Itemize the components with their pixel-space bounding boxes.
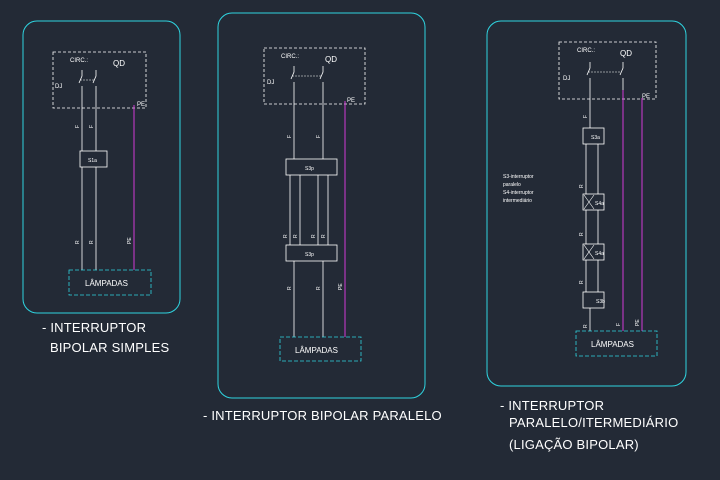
diagram1-pe-label: PE xyxy=(137,102,145,108)
diagram3-note-line-3: S4-interruptor xyxy=(503,190,534,196)
diagram1-lamp-box xyxy=(68,269,152,296)
diagram3-circ-label: CIRC.: xyxy=(577,48,595,54)
diagram1-lamp-label: LÂMPADAS xyxy=(85,279,128,288)
diagram3-note-line-4: intermediário xyxy=(503,198,532,204)
diagram2-traveller-label-1: R xyxy=(283,234,289,238)
diagram2-breaker-contact-left xyxy=(290,66,295,94)
diagram2-lamp-label: LÂMPADAS xyxy=(295,346,338,355)
diagram3-switch-s4a-1-cross xyxy=(583,194,595,210)
diagram2-lamp-box xyxy=(279,336,362,362)
diagram3-breaker-contact-left xyxy=(586,62,591,90)
diagram2-switch-bottom-label: S3p xyxy=(305,252,314,258)
diagram2-caption: - INTERRUPTOR BIPOLAR PARALELO xyxy=(203,408,442,423)
diagram-bipolar-simples: CIRC.: QD DJ PE F F R R PE S1a LÂMPADAS xyxy=(22,20,181,314)
diagram2-wire-label-f-right: F xyxy=(316,135,322,138)
diagram3-qd-label: QD xyxy=(620,49,632,58)
diagram1-distribution-board xyxy=(52,51,147,109)
diagram3-traveller-label-c: R xyxy=(579,280,585,284)
diagram1-frame xyxy=(22,20,181,314)
diagram1-breaker-contact-left xyxy=(78,70,83,98)
diagram2-distribution-board xyxy=(263,47,366,105)
diagram3-switch-s4a-2-cross xyxy=(583,244,595,260)
diagram3-caption-line-1: - INTERRUPTOR xyxy=(500,398,605,413)
diagram3-caption-line-2: PARALELO/ITERMEDIÁRIO xyxy=(509,415,679,430)
diagram1-switch-box xyxy=(79,150,108,168)
diagram1-wire-label-pe: PE xyxy=(127,237,133,244)
diagram3-switch-s4a-2-label: S4a xyxy=(595,251,604,257)
diagram3-traveller-label-a: R xyxy=(579,184,585,188)
diagram-paralelo-intermediario: CIRC.: QD DJ PE F S3a R S4a R S4a R xyxy=(486,20,687,387)
diagram1-wire-label-f-right: F xyxy=(89,125,95,128)
diagram3-distribution-board xyxy=(558,41,657,100)
diagram2-switch-top-label: S3p xyxy=(305,166,314,172)
diagram2-traveller-label-2: R xyxy=(293,234,299,238)
diagram2-switch-bottom-box xyxy=(285,244,338,262)
diagram3-lamp-label: LÂMPADAS xyxy=(591,340,634,349)
diagram3-switch-s3a-box xyxy=(582,127,605,145)
diagram2-wire-label-f-left: F xyxy=(287,135,293,138)
diagram-bipolar-paralelo: CIRC.: QD DJ PE F F S3p R R R R S3p R R … xyxy=(217,12,426,399)
diagram3-dj-label: DJ xyxy=(563,76,570,82)
diagram3-caption-line-3: (LIGAÇÃO BIPOLAR) xyxy=(509,437,639,452)
diagram2-breaker-contact-right xyxy=(319,66,324,94)
diagram1-wire-label-r-left: R xyxy=(75,240,81,244)
diagram2-frame xyxy=(217,12,426,399)
diagram2-pe-label: PE xyxy=(347,98,355,104)
diagram3-note-line-1: S3-interruptor xyxy=(503,174,534,180)
diagram2-wire-label-r-left: R xyxy=(287,286,293,290)
diagram3-switch-s4a-1-box xyxy=(582,193,605,211)
diagram3-pe-label: PE xyxy=(642,94,650,100)
diagram2-traveller-label-4: R xyxy=(321,234,327,238)
diagram3-wire-label-r-return: R xyxy=(583,324,589,328)
diagram1-breaker-contact-right xyxy=(92,70,97,98)
diagram1-switch-label: S1a xyxy=(88,158,97,164)
diagram2-wire-label-r-right: R xyxy=(316,286,322,290)
diagram3-frame xyxy=(486,20,687,387)
diagram3-wire-label-pe: PE xyxy=(635,319,641,326)
diagram2-wire-label-pe: PE xyxy=(338,283,344,290)
diagram1-caption-line-1: - INTERRUPTOR xyxy=(42,320,147,335)
diagram3-breaker-contact-right xyxy=(619,62,624,90)
diagram1-dj-label: DJ xyxy=(55,84,62,90)
diagram3-lamp-box xyxy=(575,330,658,357)
diagram3-switch-s3b-label: S3b xyxy=(596,299,605,305)
diagram3-note-line-2: paralelo xyxy=(503,182,521,188)
diagram3-wire-label-f-feed: F xyxy=(583,115,589,118)
diagram3-traveller-label-b: R xyxy=(579,232,585,236)
diagram2-circ-label: CIRC.: xyxy=(281,54,299,60)
diagram1-circ-label: CIRC.: xyxy=(70,58,88,64)
diagram3-wire-label-f-phase2: F xyxy=(616,323,622,326)
diagram2-switch-top-box xyxy=(285,158,338,176)
diagram2-qd-label: QD xyxy=(325,55,337,64)
diagram3-switch-s3b-box xyxy=(582,291,605,309)
diagram3-switch-s4a-1-label: S4a xyxy=(595,201,604,207)
diagram2-dj-label: DJ xyxy=(267,80,274,86)
diagram3-switch-s3a-label: S3a xyxy=(591,135,600,141)
diagram1-wire-label-r-right: R xyxy=(89,240,95,244)
diagram1-wire-label-f-left: F xyxy=(75,125,81,128)
diagram1-qd-label: QD xyxy=(113,59,125,68)
diagram3-switch-s4a-2-box xyxy=(582,243,605,261)
diagram1-caption-line-2: BIPOLAR SIMPLES xyxy=(50,340,170,355)
diagram2-traveller-label-3: R xyxy=(311,234,317,238)
